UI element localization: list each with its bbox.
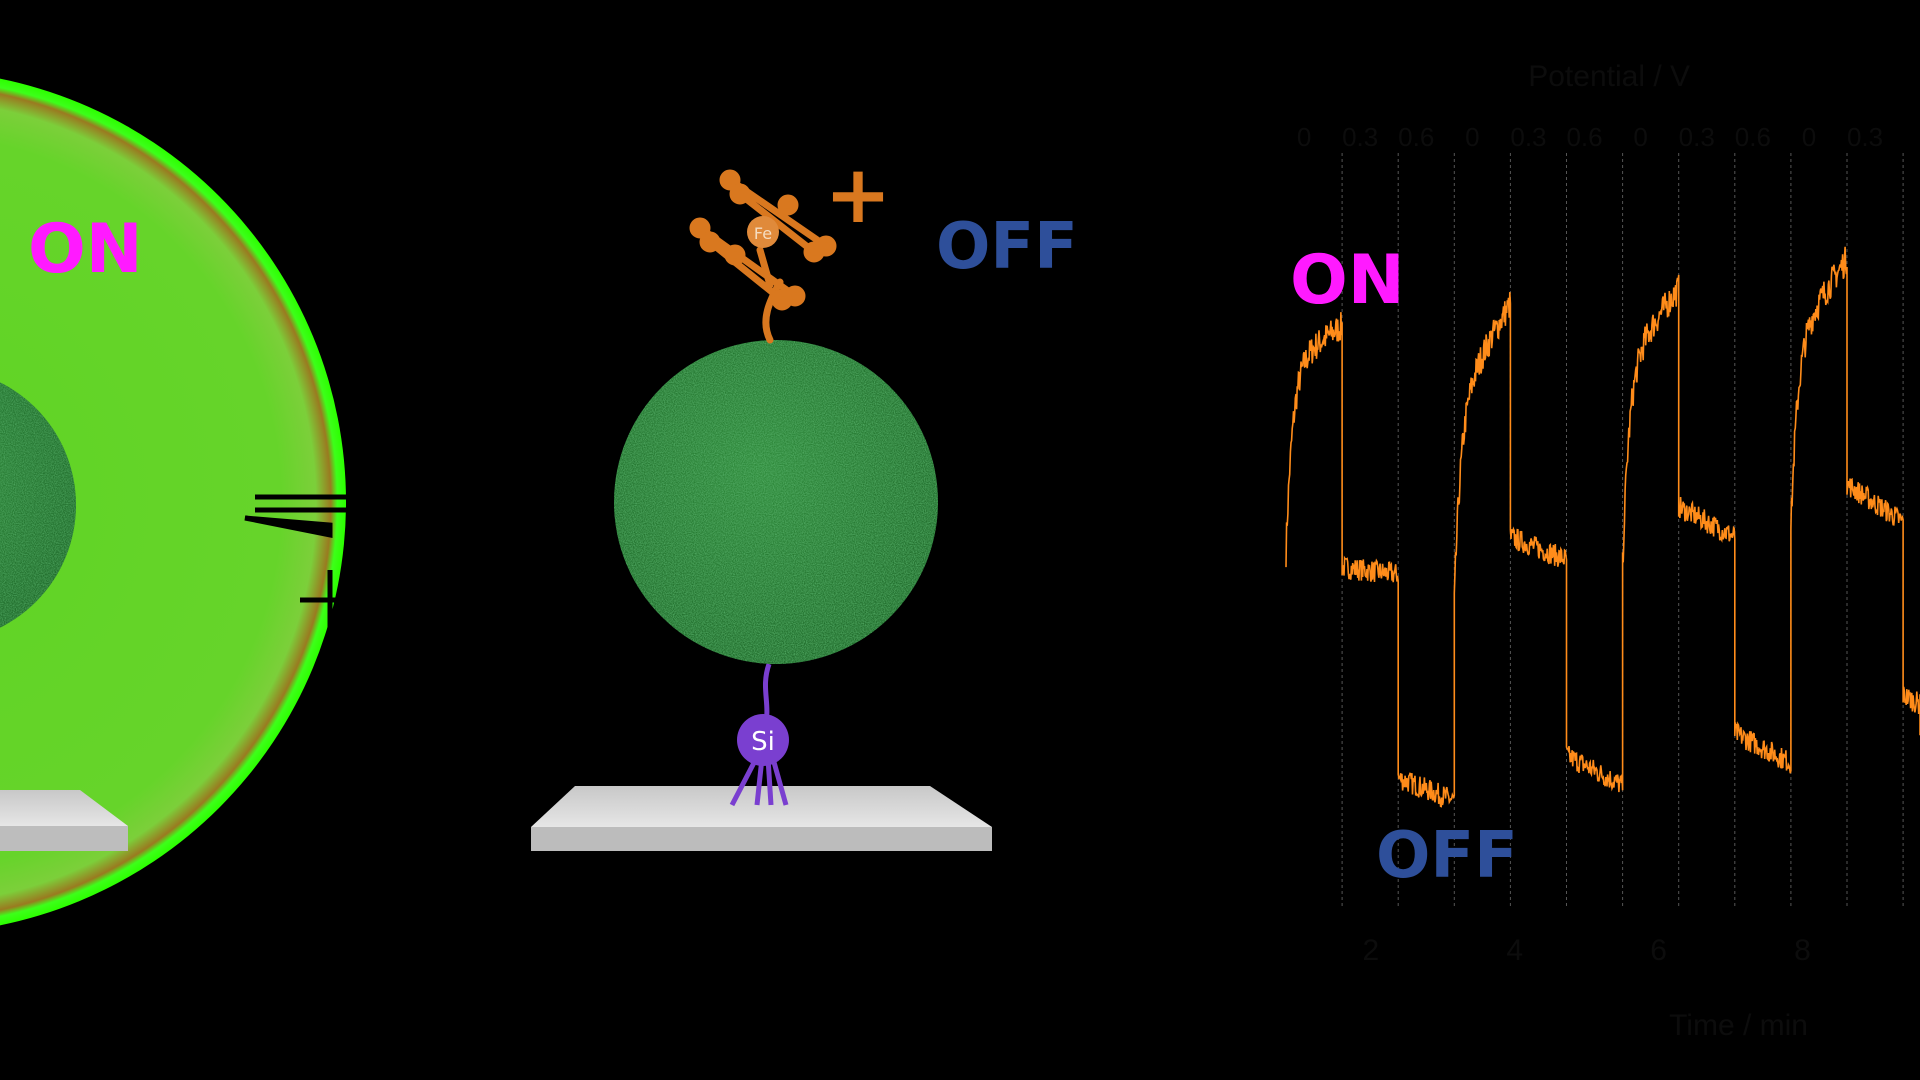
chart-off-label: OFF: [1376, 819, 1518, 893]
positive-charge-symbol: +: [824, 148, 891, 241]
top-tick-label: 0.3: [1342, 122, 1378, 152]
top-tick-label: 0: [1465, 122, 1479, 152]
top-tick-label: 0.6: [1398, 122, 1434, 152]
current-trace: [1285, 246, 1920, 808]
on-state-label: ON: [28, 210, 143, 289]
top-axis-label: Potential / V: [1528, 60, 1690, 93]
fe-atom-label: Fe: [754, 224, 772, 243]
x-tick-label: 4: [1506, 934, 1523, 967]
current-time-chart: 0 0.3 0.6 0 0.3 0.6 0 0.3 0.6 0 0.3 2 4 6 8 Potential…: [1285, 60, 1920, 1042]
x-axis-label: Time / min: [1669, 1009, 1808, 1042]
left-panel: ON: [0, 78, 350, 926]
middle-panel: Si Fe + OFF: [531, 148, 1078, 851]
x-tick-label: 8: [1794, 934, 1811, 967]
top-tick-label: 0.6: [1566, 122, 1602, 152]
substrate-slab: [0, 790, 128, 826]
top-tick-label: 0: [1633, 122, 1647, 152]
top-tick-label: 0.3: [1679, 122, 1715, 152]
chart-on-label: ON: [1290, 241, 1405, 320]
top-tick-label: 0.3: [1847, 122, 1883, 152]
top-tick-label: 0: [1802, 122, 1816, 152]
x-tick-label: 6: [1650, 934, 1667, 967]
si-atom: [737, 714, 789, 766]
glowing-nanoparticle-halo: [0, 78, 346, 926]
top-tick-label: 0.6: [1735, 122, 1771, 152]
x-tick-label: 2: [1363, 934, 1380, 967]
electrode-symbol: [244, 494, 350, 630]
fe-atom: [747, 216, 779, 248]
top-tick-label: 0: [1297, 122, 1311, 152]
top-tick-label: 0.3: [1510, 122, 1546, 152]
ferrocene-molecule: [689, 169, 837, 344]
si-atom-label: Si: [751, 727, 775, 757]
off-state-label: OFF: [936, 210, 1078, 284]
substrate-slab: [531, 786, 992, 827]
